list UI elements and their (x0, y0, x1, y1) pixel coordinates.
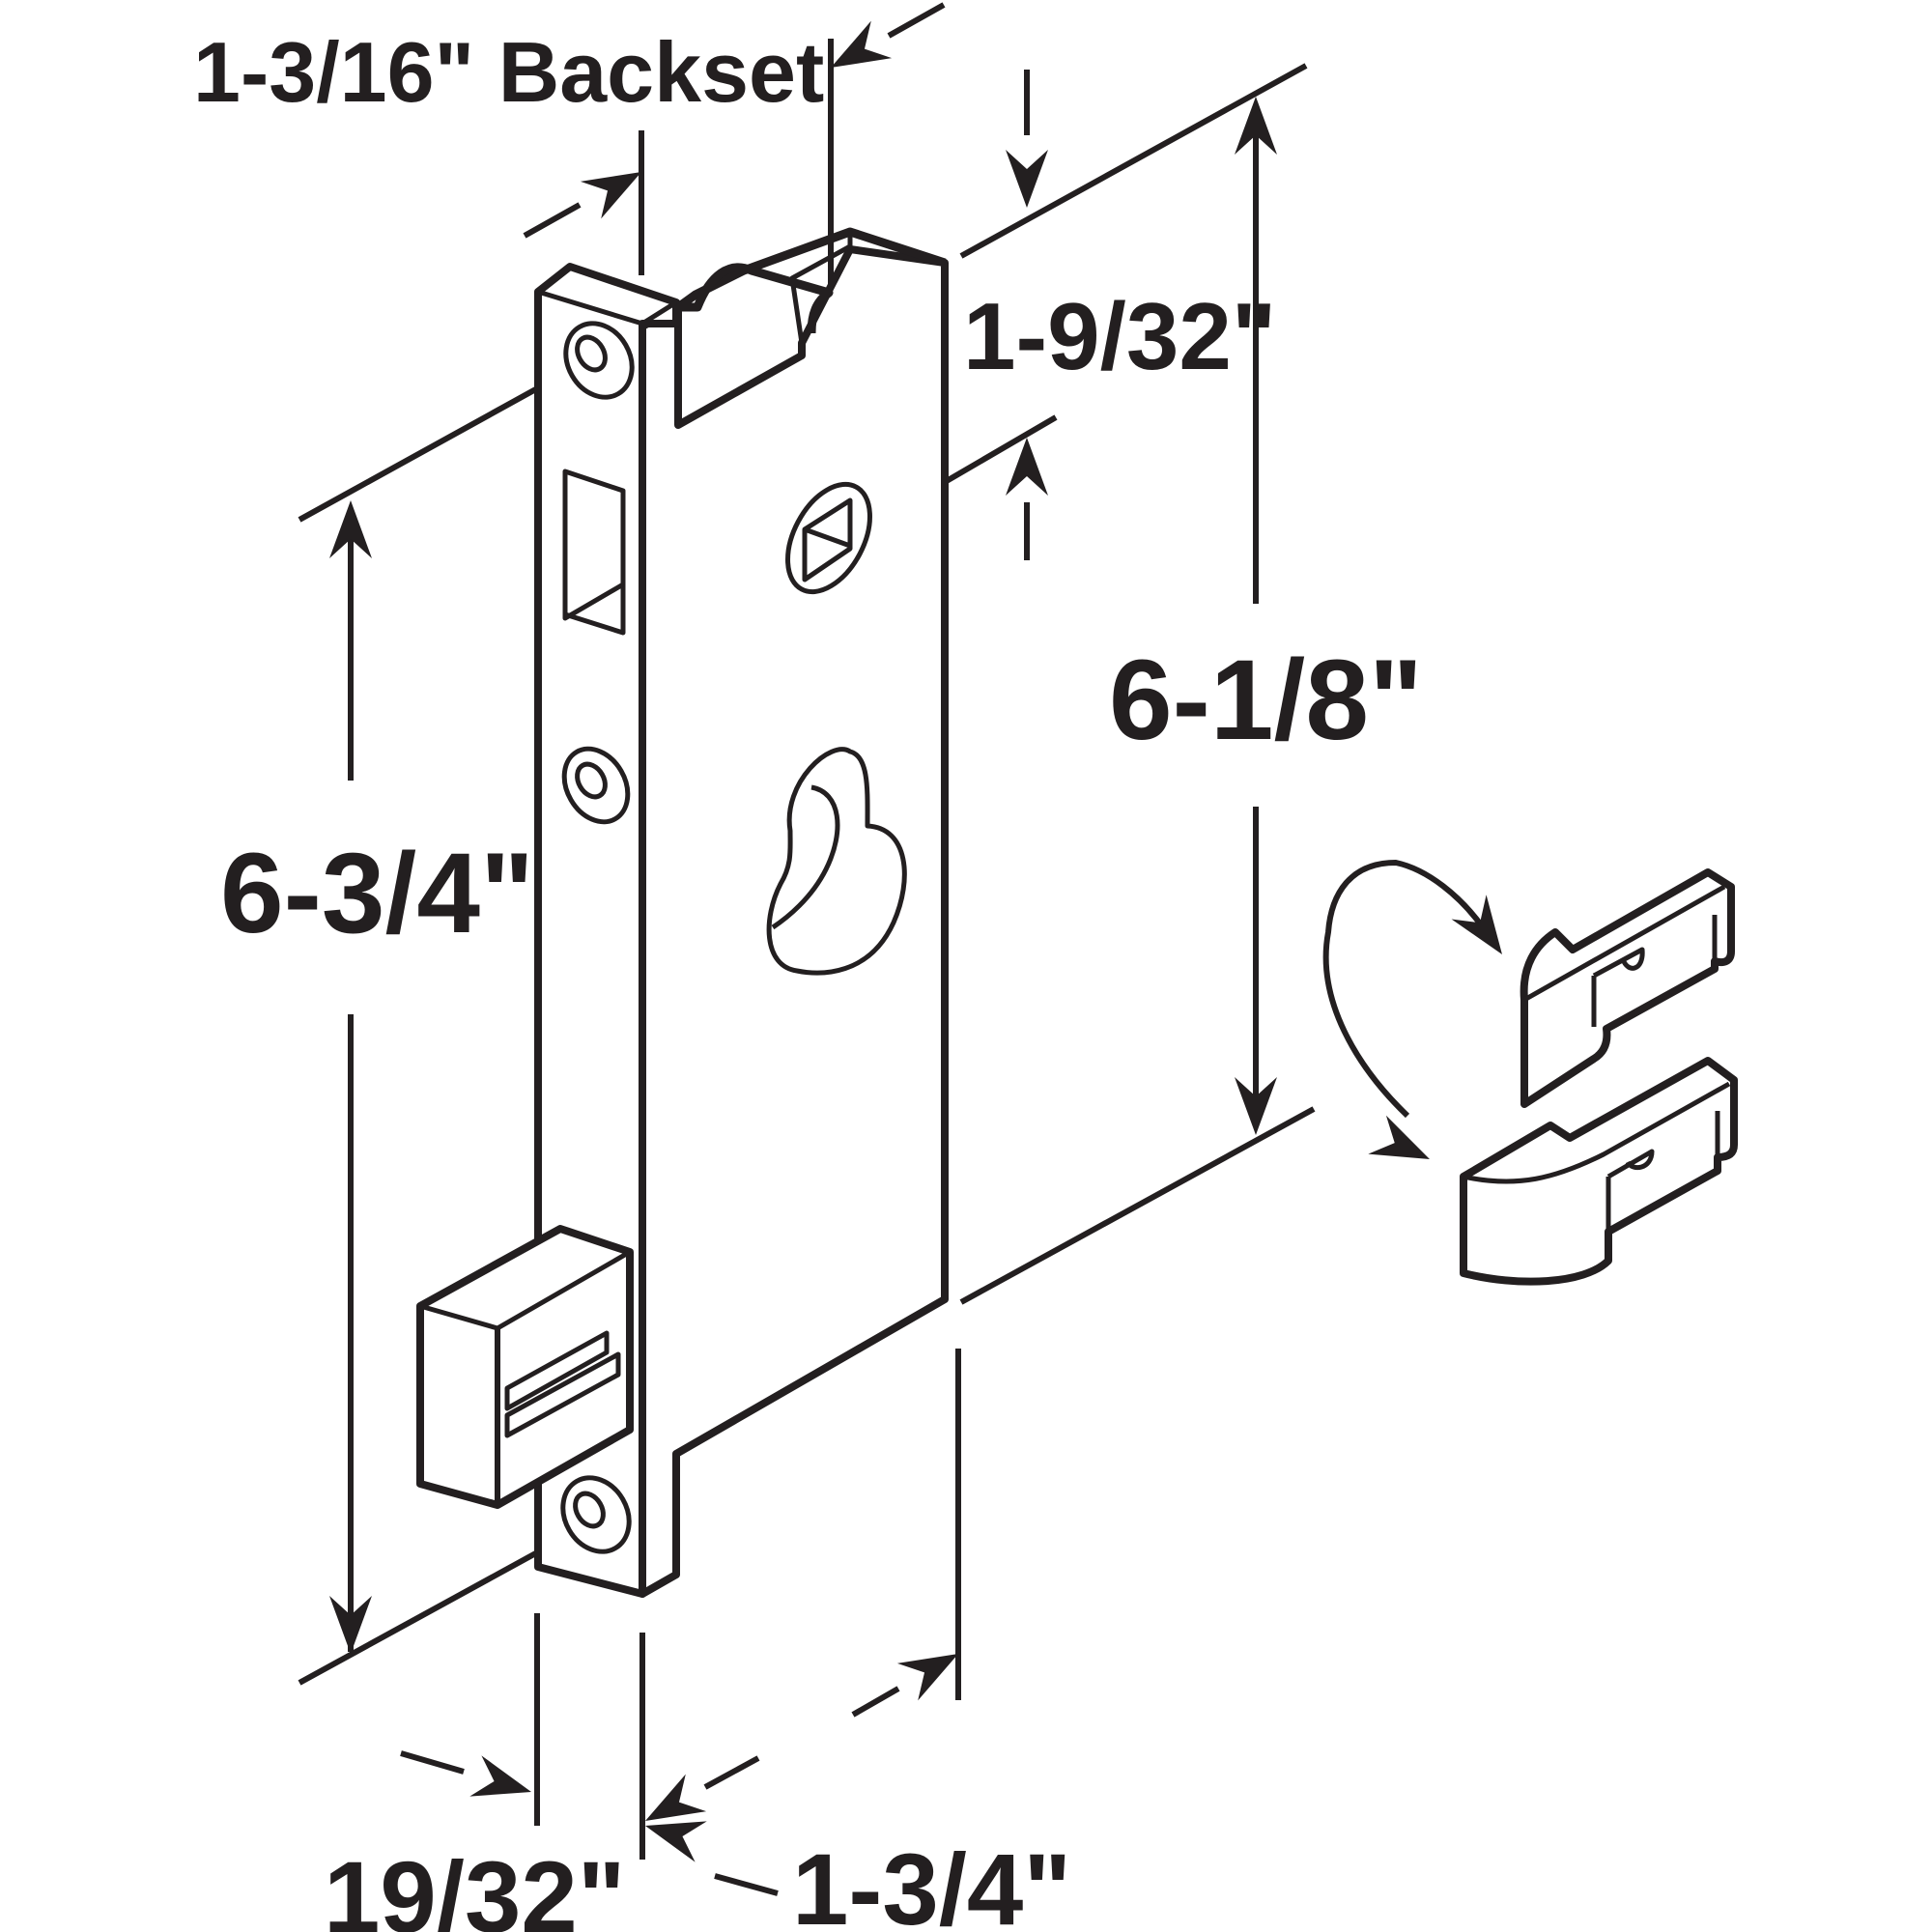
lock-case (639, 245, 949, 1598)
label-top-offset: 1-9/32" (963, 283, 1276, 389)
screw-top (563, 321, 635, 400)
dim-line-19-32-left (400, 1750, 465, 1775)
label-depth: 1-3/4" (792, 1833, 1071, 1932)
reversible-latch-detail (1322, 860, 1738, 1286)
dim-line-19-32-mid (703, 1755, 760, 1790)
screw-bottom (560, 1475, 632, 1554)
label-faceplate-width: 19/32" (324, 1841, 626, 1932)
dim-line-backset-right (887, 2, 946, 39)
label-overall-height: 6-1/8" (1109, 637, 1423, 764)
screw-middle-slot (575, 761, 608, 800)
spindle-hole (785, 481, 872, 595)
screw-bottom-slot (573, 1491, 606, 1529)
dim-line-19-32-right (714, 1873, 779, 1896)
screw-middle (561, 746, 631, 825)
latch-lower (1460, 1057, 1738, 1286)
dimension-labels: 1-3/16" Backset 6-3/4" 6-1/8" 1-9/32" 1-… (193, 24, 1423, 1932)
keyway-hole (766, 747, 907, 976)
extension-line-bottom-left (298, 1548, 543, 1686)
rotation-arrow-curve (1322, 860, 1486, 1119)
latch-upper-top-edge (1522, 884, 1726, 1003)
extension-line-top-left (298, 384, 543, 523)
keyway-detail (771, 784, 840, 930)
cam-notch (678, 263, 834, 334)
dim-line-depth-arrow (851, 1686, 900, 1718)
latch-upper (1520, 868, 1735, 1108)
arrowhead-right (469, 1755, 538, 1813)
latch-lower-notch (1606, 1149, 1655, 1179)
latch-lower-top-edge (1463, 1081, 1731, 1184)
deadbolt-slot-lower (504, 1351, 621, 1438)
lock-body (416, 227, 949, 1598)
extension-line-lower-right (959, 1106, 1316, 1305)
latch-slot-detail (562, 541, 625, 621)
arrowhead-down (1006, 150, 1048, 208)
rotation-arrowhead-lower (1368, 1115, 1439, 1179)
dimension-arrows (329, 2, 1277, 1896)
dim-line-backset-left (523, 202, 582, 239)
spindle-hole-line (804, 526, 851, 549)
deadbolt-slot-upper (504, 1330, 610, 1411)
extension-line-top-right (959, 63, 1308, 259)
spindle-hole-detail (802, 497, 853, 582)
screw-top-slot (575, 334, 608, 373)
latch-upper-notch (1592, 947, 1645, 979)
deadbolt-block (416, 1225, 634, 1509)
label-faceplate-height: 6-3/4" (220, 830, 534, 957)
arrowhead-up (1006, 438, 1048, 496)
label-backset: 1-3/16" Backset (193, 24, 824, 120)
